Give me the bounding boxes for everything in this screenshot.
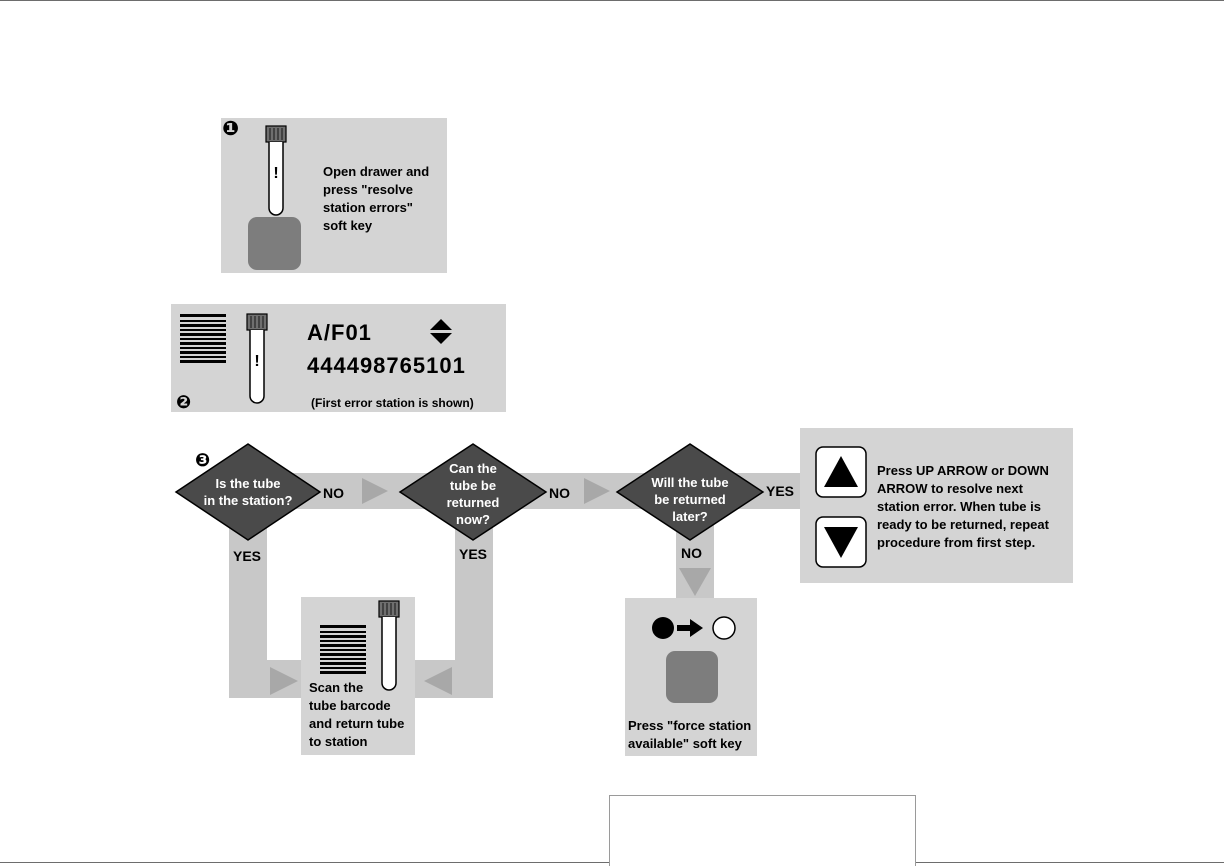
step1-number: ❶ <box>222 118 239 140</box>
tube-icon <box>378 600 400 691</box>
decision-returned-later-diamond <box>615 443 765 541</box>
flow-arrow-right-1 <box>362 478 388 504</box>
first-error-caption: (First error station is shown) <box>311 396 474 410</box>
flow-arrow-into-scan-left <box>270 667 298 695</box>
station-id: A/F01 <box>307 320 372 345</box>
filled-to-empty-circle-icon <box>652 616 736 640</box>
flow-arrow-right-2 <box>584 478 610 504</box>
flow-arrow-down <box>679 568 711 596</box>
no-label-1: NO <box>323 485 344 501</box>
step2-number: ❷ <box>176 392 192 412</box>
yes-path-middle-bottom <box>415 660 493 698</box>
up-arrow-key-icon[interactable] <box>815 446 867 498</box>
up-down-arrow-icon[interactable] <box>430 319 452 344</box>
decision-returned-now-text: Can the tube be returned now? <box>446 461 500 527</box>
scan-instruction: Scan the tube barcode and return tube to… <box>309 680 405 749</box>
decision-returned-later-text: Will the tube be returned later? <box>651 475 729 524</box>
arrow-keys-instruction: Press UP ARROW or DOWN ARROW to resolve … <box>877 463 1049 550</box>
step1-instruction: Open drawer and press "resolve station e… <box>323 164 430 233</box>
no-label-3: NO <box>681 545 702 561</box>
step2-panel <box>171 304 506 412</box>
yes-label-3: YES <box>766 483 795 499</box>
force-station-instruction: Press "force station available" soft key <box>628 718 752 751</box>
tube-icon: ! <box>265 125 287 216</box>
step3-number: ❸ <box>195 450 211 470</box>
flow-arrow-into-scan-right <box>424 667 452 695</box>
soft-key-icon[interactable] <box>248 217 301 270</box>
svg-text:!: ! <box>254 353 259 370</box>
tube-icon: ! <box>246 313 268 404</box>
no-label-2: NO <box>549 485 570 501</box>
down-arrow-key-icon[interactable] <box>815 516 867 568</box>
yes-label-1: YES <box>233 548 262 564</box>
top-rule <box>0 0 1224 1</box>
decision-in-station-text: Is the tube in the station? <box>203 476 293 508</box>
decision-in-station-diamond <box>174 443 322 541</box>
blank-footer-box <box>609 795 916 866</box>
yes-label-2: YES <box>459 546 488 562</box>
tube-barcode-number: 444498765101 <box>307 353 466 378</box>
soft-key-icon[interactable] <box>666 651 718 703</box>
svg-text:!: ! <box>273 165 278 182</box>
decision-returned-now-diamond <box>398 443 548 541</box>
